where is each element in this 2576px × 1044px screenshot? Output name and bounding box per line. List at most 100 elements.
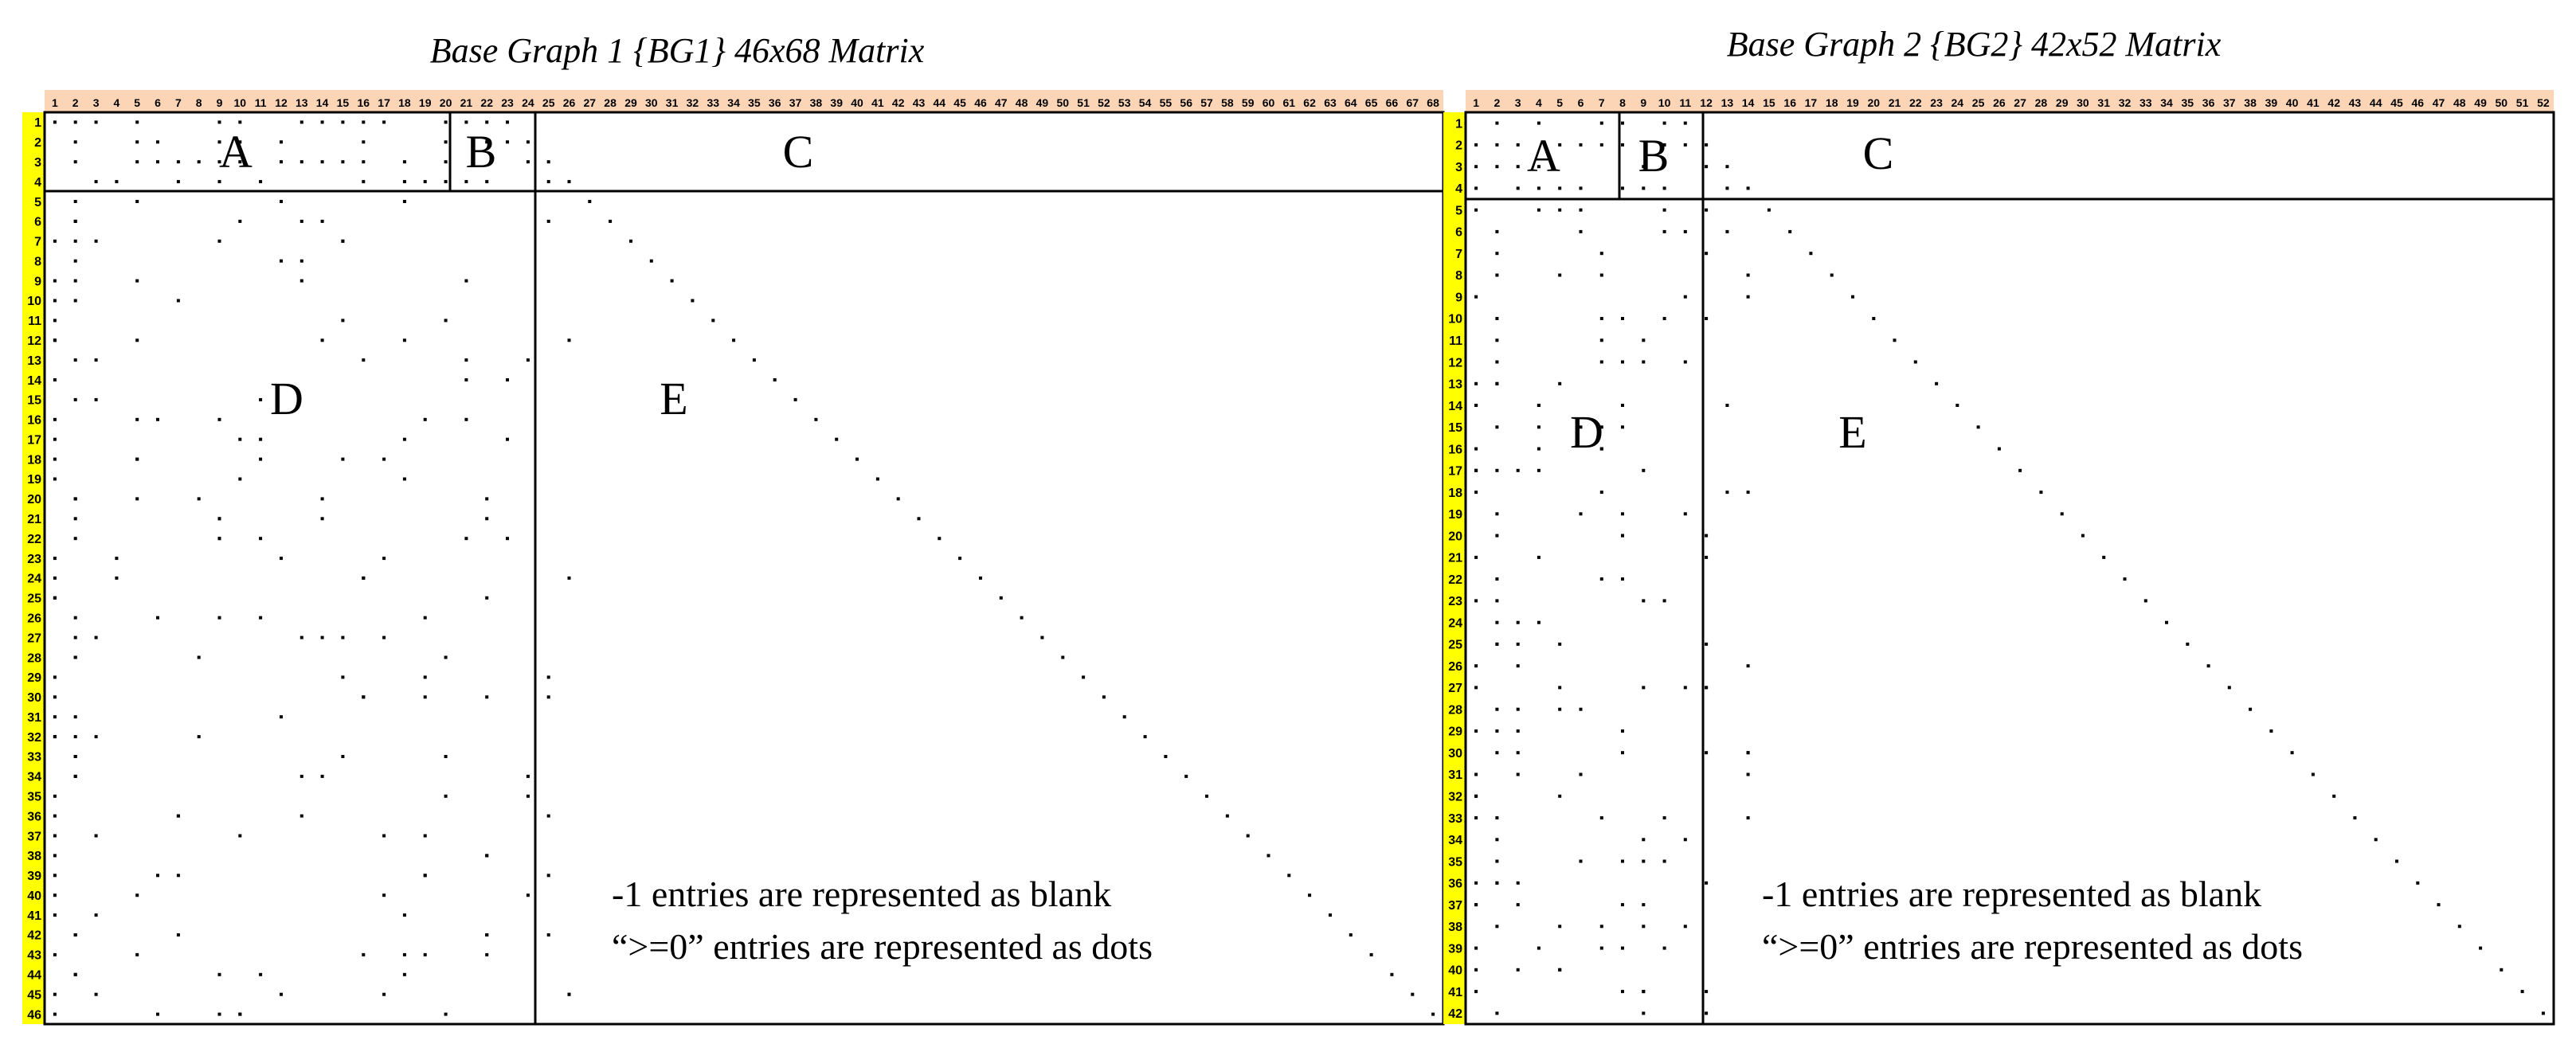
bg1-row-number: 35: [27, 791, 41, 804]
bg2-column-number: 24: [1952, 96, 1964, 109]
bg2-row-number: 17: [1448, 465, 1462, 479]
matrix-entry-dot: [444, 180, 448, 184]
matrix-entry-dot: [1662, 229, 1666, 233]
matrix-entry-dot: [320, 160, 324, 164]
matrix-entry-dot: [1474, 555, 1478, 559]
matrix-entry-dot: [855, 457, 859, 461]
bg2-row-number: 29: [1448, 725, 1462, 739]
matrix-entry-dot: [1662, 186, 1666, 190]
matrix-entry-dot: [73, 299, 77, 303]
matrix-entry-dot: [485, 596, 489, 600]
matrix-entry-dot: [2123, 577, 2127, 581]
matrix-entry-dot: [94, 913, 98, 917]
matrix-entry-dot: [238, 437, 242, 441]
matrix-entry-dot: [1516, 165, 1520, 169]
matrix-entry-dot: [958, 557, 962, 561]
matrix-entry-dot: [73, 497, 77, 501]
matrix-entry-dot: [1349, 933, 1353, 936]
matrix-entry-dot: [1558, 794, 1562, 798]
matrix-entry-dot: [217, 239, 221, 243]
bg2-column-number: 32: [2119, 96, 2132, 109]
matrix-entry-dot: [1705, 555, 1709, 559]
matrix-entry-dot: [259, 457, 263, 461]
matrix-entry-dot: [1725, 491, 1729, 495]
bg1-nonzero-dots: [53, 120, 1435, 1016]
matrix-entry-dot: [1599, 121, 1603, 125]
matrix-entry-dot: [73, 616, 77, 620]
bg1-legend-line-1: -1 entries are represented as blank: [612, 874, 1111, 914]
bg1-column-number: 52: [1098, 96, 1110, 109]
bg1-row-number: 11: [28, 315, 41, 328]
bg1-column-number: 63: [1324, 96, 1337, 109]
matrix-entry-dot: [1474, 208, 1478, 212]
bg2-column-number: 26: [1993, 96, 2006, 109]
bg1-column-number: 22: [480, 96, 493, 109]
matrix-entry-dot: [299, 160, 303, 164]
matrix-entry-dot: [1579, 512, 1583, 516]
bg2-row-number: 10: [1448, 313, 1462, 326]
matrix-entry-dot: [280, 259, 283, 263]
matrix-entry-dot: [423, 695, 427, 699]
bg2-row-number: 37: [1448, 899, 1462, 913]
matrix-entry-dot: [1955, 404, 1959, 407]
matrix-entry-dot: [280, 557, 283, 561]
matrix-entry-dot: [1642, 859, 1646, 863]
matrix-entry-dot: [1558, 186, 1562, 190]
matrix-entry-dot: [1705, 1011, 1709, 1015]
matrix-entry-dot: [1495, 881, 1499, 885]
matrix-entry-dot: [238, 477, 242, 481]
bg2-row-number: 15: [1448, 421, 1462, 435]
bg1-column-number: 66: [1386, 96, 1399, 109]
matrix-entry-dot: [423, 874, 427, 878]
bg1-column-number: 60: [1263, 96, 1275, 109]
bg1-column-number: 36: [769, 96, 781, 109]
matrix-entry-dot: [875, 477, 879, 481]
matrix-entry-dot: [1516, 468, 1520, 472]
bg1-region-a-label: A: [219, 126, 253, 178]
bg2-column-number: 50: [2496, 96, 2508, 109]
matrix-entry-dot: [362, 358, 366, 362]
matrix-entry-dot: [1558, 642, 1562, 646]
matrix-entry-dot: [238, 140, 242, 144]
matrix-entry-dot: [53, 735, 57, 739]
matrix-entry-dot: [217, 616, 221, 620]
matrix-entry-dot: [280, 715, 283, 719]
matrix-entry-dot: [1537, 208, 1541, 212]
matrix-entry-dot: [506, 378, 509, 381]
matrix-entry-dot: [2060, 512, 2064, 516]
matrix-entry-dot: [2081, 534, 2085, 538]
matrix-entry-dot: [1621, 186, 1624, 190]
matrix-entry-dot: [1495, 534, 1499, 538]
matrix-entry-dot: [402, 952, 406, 956]
matrix-entry-dot: [1246, 834, 1250, 838]
matrix-entry-dot: [1599, 273, 1603, 277]
bg1-column-number: 54: [1139, 96, 1152, 109]
matrix-entry-dot: [464, 358, 468, 362]
matrix-entry-dot: [506, 140, 509, 144]
matrix-entry-dot: [1516, 881, 1520, 885]
bg1-column-number: 51: [1077, 96, 1090, 109]
matrix-entry-dot: [176, 874, 180, 878]
matrix-entry-dot: [1599, 946, 1603, 950]
matrix-entry-dot: [1621, 577, 1624, 581]
bg1-row-number: 27: [27, 631, 41, 645]
matrix-entry-dot: [53, 279, 57, 283]
bg2-row-number: 22: [1448, 573, 1462, 587]
matrix-entry-dot: [53, 378, 57, 381]
matrix-entry-dot: [485, 854, 489, 858]
matrix-entry-dot: [444, 655, 448, 659]
matrix-entry-dot: [53, 834, 57, 838]
matrix-entry-dot: [1516, 642, 1520, 646]
matrix-entry-dot: [1516, 186, 1520, 190]
matrix-entry-dot: [1474, 468, 1478, 472]
bg2-column-number: 46: [2412, 96, 2425, 109]
matrix-entry-dot: [1809, 252, 1813, 256]
matrix-entry-dot: [1537, 447, 1541, 451]
matrix-entry-dot: [1474, 143, 1478, 147]
bg2-column-number: 23: [1930, 96, 1943, 109]
bg1-column-number: 57: [1200, 96, 1213, 109]
matrix-entry-dot: [2102, 555, 2106, 559]
matrix-entry-dot: [362, 140, 366, 144]
matrix-entry-dot: [1788, 229, 1792, 233]
matrix-entry-dot: [1599, 338, 1603, 342]
